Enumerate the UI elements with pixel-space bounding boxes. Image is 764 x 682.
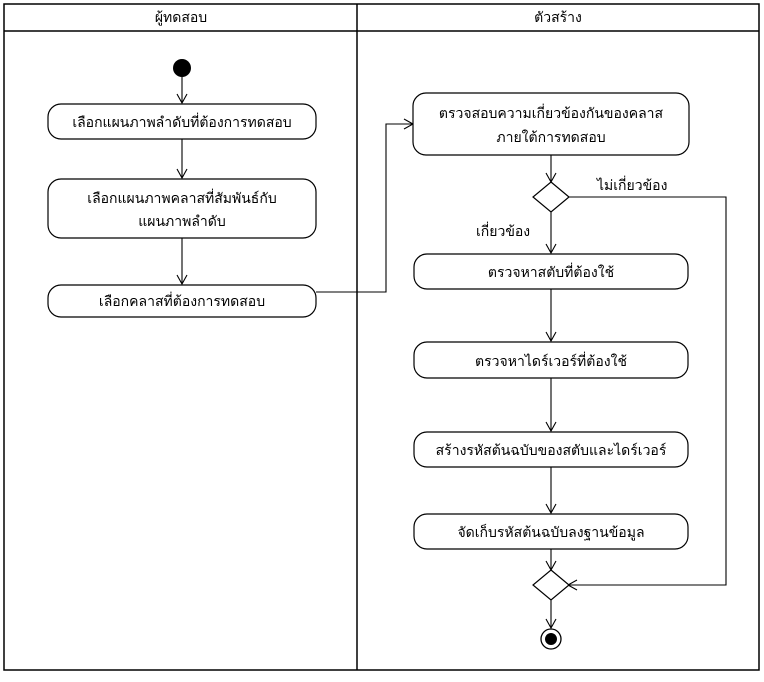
flow-to-select-test-class: [176, 238, 188, 286]
flow-initial-to-select-sequence: [176, 77, 188, 105]
action-select-class: เลือกแผนภาพคลาสที่สัมพันธ์กับ แผนภาพลำดั…: [47, 178, 317, 239]
flow-to-check-related: [316, 118, 415, 293]
action-label: จัดเก็บรหัสต้นฉบับลงฐานข้อมูล: [457, 523, 644, 541]
action-label: ตรวจหาสตับที่ต้องใช้: [488, 263, 614, 281]
flow-to-generate-source: [545, 378, 557, 433]
action-select-sequence: เลือกแผนภาพลำดับที่ต้องการทดสอบ: [47, 103, 317, 140]
action-label: สร้างรหัสต้นฉบับของสตับและไดร์เวอร์: [436, 442, 667, 459]
merge-node: [532, 569, 570, 601]
action-label-line1: ตรวจสอบความเกี่ยวข้องกันของคลาส: [439, 104, 664, 122]
action-find-stubs: ตรวจหาสตับที่ต้องใช้: [413, 253, 689, 290]
action-label-line2: แผนภาพลำดับ: [138, 214, 226, 230]
action-check-related: ตรวจสอบความเกี่ยวข้องกันของคลาส ภายใต้กา…: [412, 92, 690, 156]
flow-to-store-source: [545, 467, 557, 515]
action-store-source: จัดเก็บรหัสต้นฉบับลงฐานข้อมูล: [413, 513, 689, 550]
action-generate-source: สร้างรหัสต้นฉบับของสตับและไดร์เวอร์: [413, 431, 689, 468]
decision-node: [532, 181, 570, 213]
guard-not-related: ไม่เกี่ยวข้อง: [596, 176, 667, 194]
flow-related: [545, 212, 557, 255]
action-label-line2: ภายใต้การทดสอบ: [496, 129, 605, 146]
initial-node: [173, 59, 191, 77]
final-node: [540, 628, 562, 650]
lane-header-tester: ผู้ทดสอบ: [155, 10, 207, 26]
action-find-drivers: ตรวจหาไดร์เวอร์ที่ต้องใช้: [413, 341, 689, 379]
action-label: ตรวจหาไดร์เวอร์ที่ต้องใช้: [475, 352, 627, 370]
action-label: เลือกคลาสที่ต้องการทดสอบ: [99, 292, 265, 310]
guard-related: เกี่ยวข้อง: [476, 222, 530, 240]
flow-to-decision: [545, 155, 557, 184]
action-label-line1: เลือกแผนภาพคลาสที่สัมพันธ์กับ: [87, 189, 276, 207]
flow-to-final: [545, 600, 557, 630]
flow-to-merge: [545, 549, 557, 572]
flow-to-select-class: [176, 139, 188, 180]
action-label: เลือกแผนภาพลำดับที่ต้องการทดสอบ: [72, 113, 291, 131]
flow-to-find-drivers: [545, 289, 557, 343]
diagram-frame: [3, 3, 760, 671]
action-select-test-class: เลือกคลาสที่ต้องการทดสอบ: [47, 284, 317, 318]
lane-header-generator: ตัวสร้าง: [534, 10, 582, 26]
